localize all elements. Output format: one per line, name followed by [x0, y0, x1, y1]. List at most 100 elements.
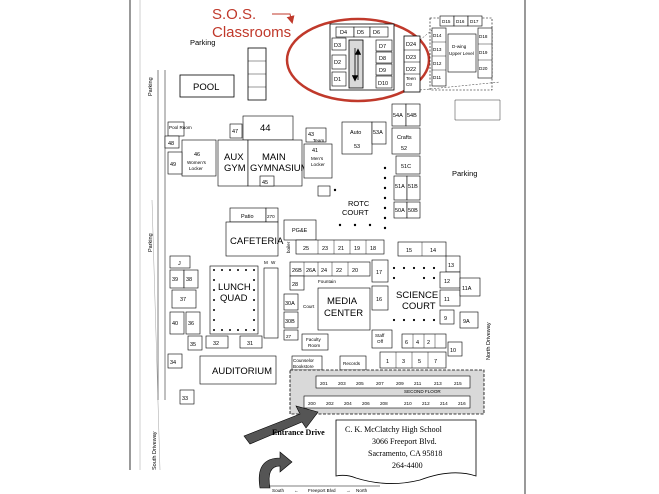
- lower-rooms: Faculty Room Staff Off 6 4 2 1 3 5 7 10 …: [291, 329, 463, 371]
- svg-text:CAFETERIA: CAFETERIA: [230, 236, 284, 247]
- svg-text:Crafts: Crafts: [397, 135, 412, 141]
- svg-text:200: 200: [308, 401, 316, 406]
- sos-pointer-arrow: [272, 13, 295, 24]
- svg-text:4: 4: [416, 340, 419, 346]
- curved-drive-arrow: [258, 451, 293, 489]
- svg-text:212: 212: [422, 401, 430, 406]
- rotc-court-label-2: COURT: [342, 208, 369, 217]
- svg-text:52: 52: [401, 146, 407, 152]
- svg-text:205: 205: [356, 381, 364, 386]
- svg-text:21: 21: [338, 246, 344, 252]
- d24-column: D24 D23 D22 Teen Ctr: [403, 35, 421, 93]
- svg-text:23: 23: [322, 246, 328, 252]
- svg-text:Team: Team: [313, 138, 324, 143]
- svg-text:Room: Room: [308, 343, 320, 348]
- svg-text:49: 49: [170, 162, 176, 168]
- svg-text:201: 201: [320, 381, 328, 386]
- svg-text:D24: D24: [406, 42, 416, 48]
- svg-text:26A: 26A: [306, 268, 316, 274]
- school-street: 3066 Freeport Blvd.: [372, 437, 437, 446]
- svg-text:53A: 53A: [373, 130, 383, 136]
- svg-text:207: 207: [376, 381, 384, 386]
- svg-text:54A: 54A: [393, 113, 403, 119]
- svg-text:AUDITORIUM: AUDITORIUM: [212, 366, 272, 377]
- svg-text:9: 9: [444, 316, 447, 322]
- d-building: D4 D5 D6 D3 D2 D1 D7 D8 D9 D10: [329, 23, 395, 91]
- two-hundred-building: 201 203 205 207 209 211 213 215 SECOND F…: [289, 369, 485, 415]
- svg-text:Court: Court: [303, 304, 315, 309]
- svg-text:34: 34: [170, 360, 176, 366]
- svg-text:D8: D8: [379, 56, 386, 62]
- svg-text:D16: D16: [456, 19, 465, 24]
- svg-text:27: 27: [286, 334, 292, 339]
- entrance-drive-arrow: [243, 405, 319, 445]
- svg-text:Fountain: Fountain: [318, 279, 336, 284]
- svg-text:AUX: AUX: [224, 152, 244, 163]
- school-phone: 264-4400: [392, 461, 423, 470]
- svg-text:Women's: Women's: [187, 160, 207, 165]
- svg-text:20: 20: [352, 268, 358, 274]
- science-court-area: 17 16 SCIENCE COURT 13 12 11 11A 9A 9: [371, 255, 481, 329]
- pool: [179, 74, 235, 98]
- svg-text:D6: D6: [373, 30, 380, 36]
- svg-text:←: ←: [294, 488, 299, 493]
- svg-text:Pool Room: Pool Room: [169, 125, 192, 130]
- svg-text:D12: D12: [433, 61, 442, 66]
- rotc-court-label: ROTC: [348, 199, 370, 208]
- auditorium: [199, 355, 277, 385]
- svg-text:209: 209: [396, 381, 404, 386]
- svg-text:206: 206: [362, 401, 370, 406]
- svg-text:W: W: [271, 260, 276, 265]
- svg-text:11: 11: [444, 297, 450, 303]
- svg-text:12: 12: [444, 279, 450, 285]
- svg-text:Locker: Locker: [311, 162, 325, 167]
- mid-row-rooms: 26B 26A 24 22 20 28 Fountain: [289, 261, 371, 291]
- svg-text:18: 18: [370, 246, 376, 252]
- svg-text:1: 1: [386, 359, 389, 365]
- svg-text:D19: D19: [479, 50, 488, 55]
- svg-text:GYMNASIUM: GYMNASIUM: [250, 163, 309, 174]
- svg-text:3: 3: [402, 359, 405, 365]
- svg-text:D20: D20: [479, 66, 488, 71]
- svg-text:40: 40: [172, 321, 178, 327]
- svg-text:210: 210: [404, 401, 412, 406]
- rotc-dots: [333, 166, 387, 230]
- svg-text:Bookstore: Bookstore: [293, 364, 314, 369]
- svg-text:SECOND FLOOR: SECOND FLOOR: [404, 389, 441, 394]
- svg-text:38: 38: [186, 277, 192, 283]
- svg-text:25: 25: [303, 246, 309, 252]
- svg-text:202: 202: [326, 401, 334, 406]
- svg-text:15: 15: [406, 248, 412, 254]
- svg-text:46: 46: [194, 152, 200, 158]
- svg-text:14: 14: [430, 248, 436, 254]
- svg-text:203: 203: [338, 381, 346, 386]
- svg-text:D22: D22: [406, 67, 416, 73]
- svg-text:MEDIA: MEDIA: [327, 296, 358, 307]
- svg-text:213: 213: [434, 381, 442, 386]
- svg-text:QUAD: QUAD: [220, 293, 248, 304]
- svg-text:D7: D7: [379, 44, 386, 50]
- north-driveway-label: North Driveway: [486, 322, 492, 360]
- svg-text:214: 214: [440, 401, 448, 406]
- svg-text:Men's: Men's: [311, 156, 324, 161]
- school-city: Sacramento, CA 95818: [368, 449, 442, 458]
- svg-text:→: →: [346, 488, 351, 493]
- svg-text:CENTER: CENTER: [324, 308, 363, 319]
- svg-text:D14: D14: [433, 33, 442, 38]
- svg-text:45: 45: [262, 180, 268, 186]
- d-wing-upper-level: D15 D16 D17 D14 D13 D12 D11 D-wing Upper…: [429, 15, 493, 91]
- sos-label: S.O.S.: [212, 6, 256, 23]
- svg-text:Faculty: Faculty: [306, 337, 322, 342]
- svg-text:13: 13: [448, 263, 454, 269]
- svg-text:Upper Level: Upper Level: [449, 51, 474, 56]
- address-sign: [335, 419, 477, 484]
- svg-text:51B: 51B: [408, 184, 418, 190]
- sos-highlight-circle: [285, 17, 431, 103]
- bottom-freeport: Freeport Blvd: [308, 488, 336, 493]
- svg-text:48: 48: [168, 141, 174, 147]
- school-name: C. K. McClatchy High School: [345, 425, 443, 434]
- svg-text:Auto: Auto: [350, 130, 361, 136]
- svg-text:44: 44: [260, 123, 271, 134]
- svg-text:39: 39: [172, 277, 178, 283]
- svg-text:204: 204: [344, 401, 352, 406]
